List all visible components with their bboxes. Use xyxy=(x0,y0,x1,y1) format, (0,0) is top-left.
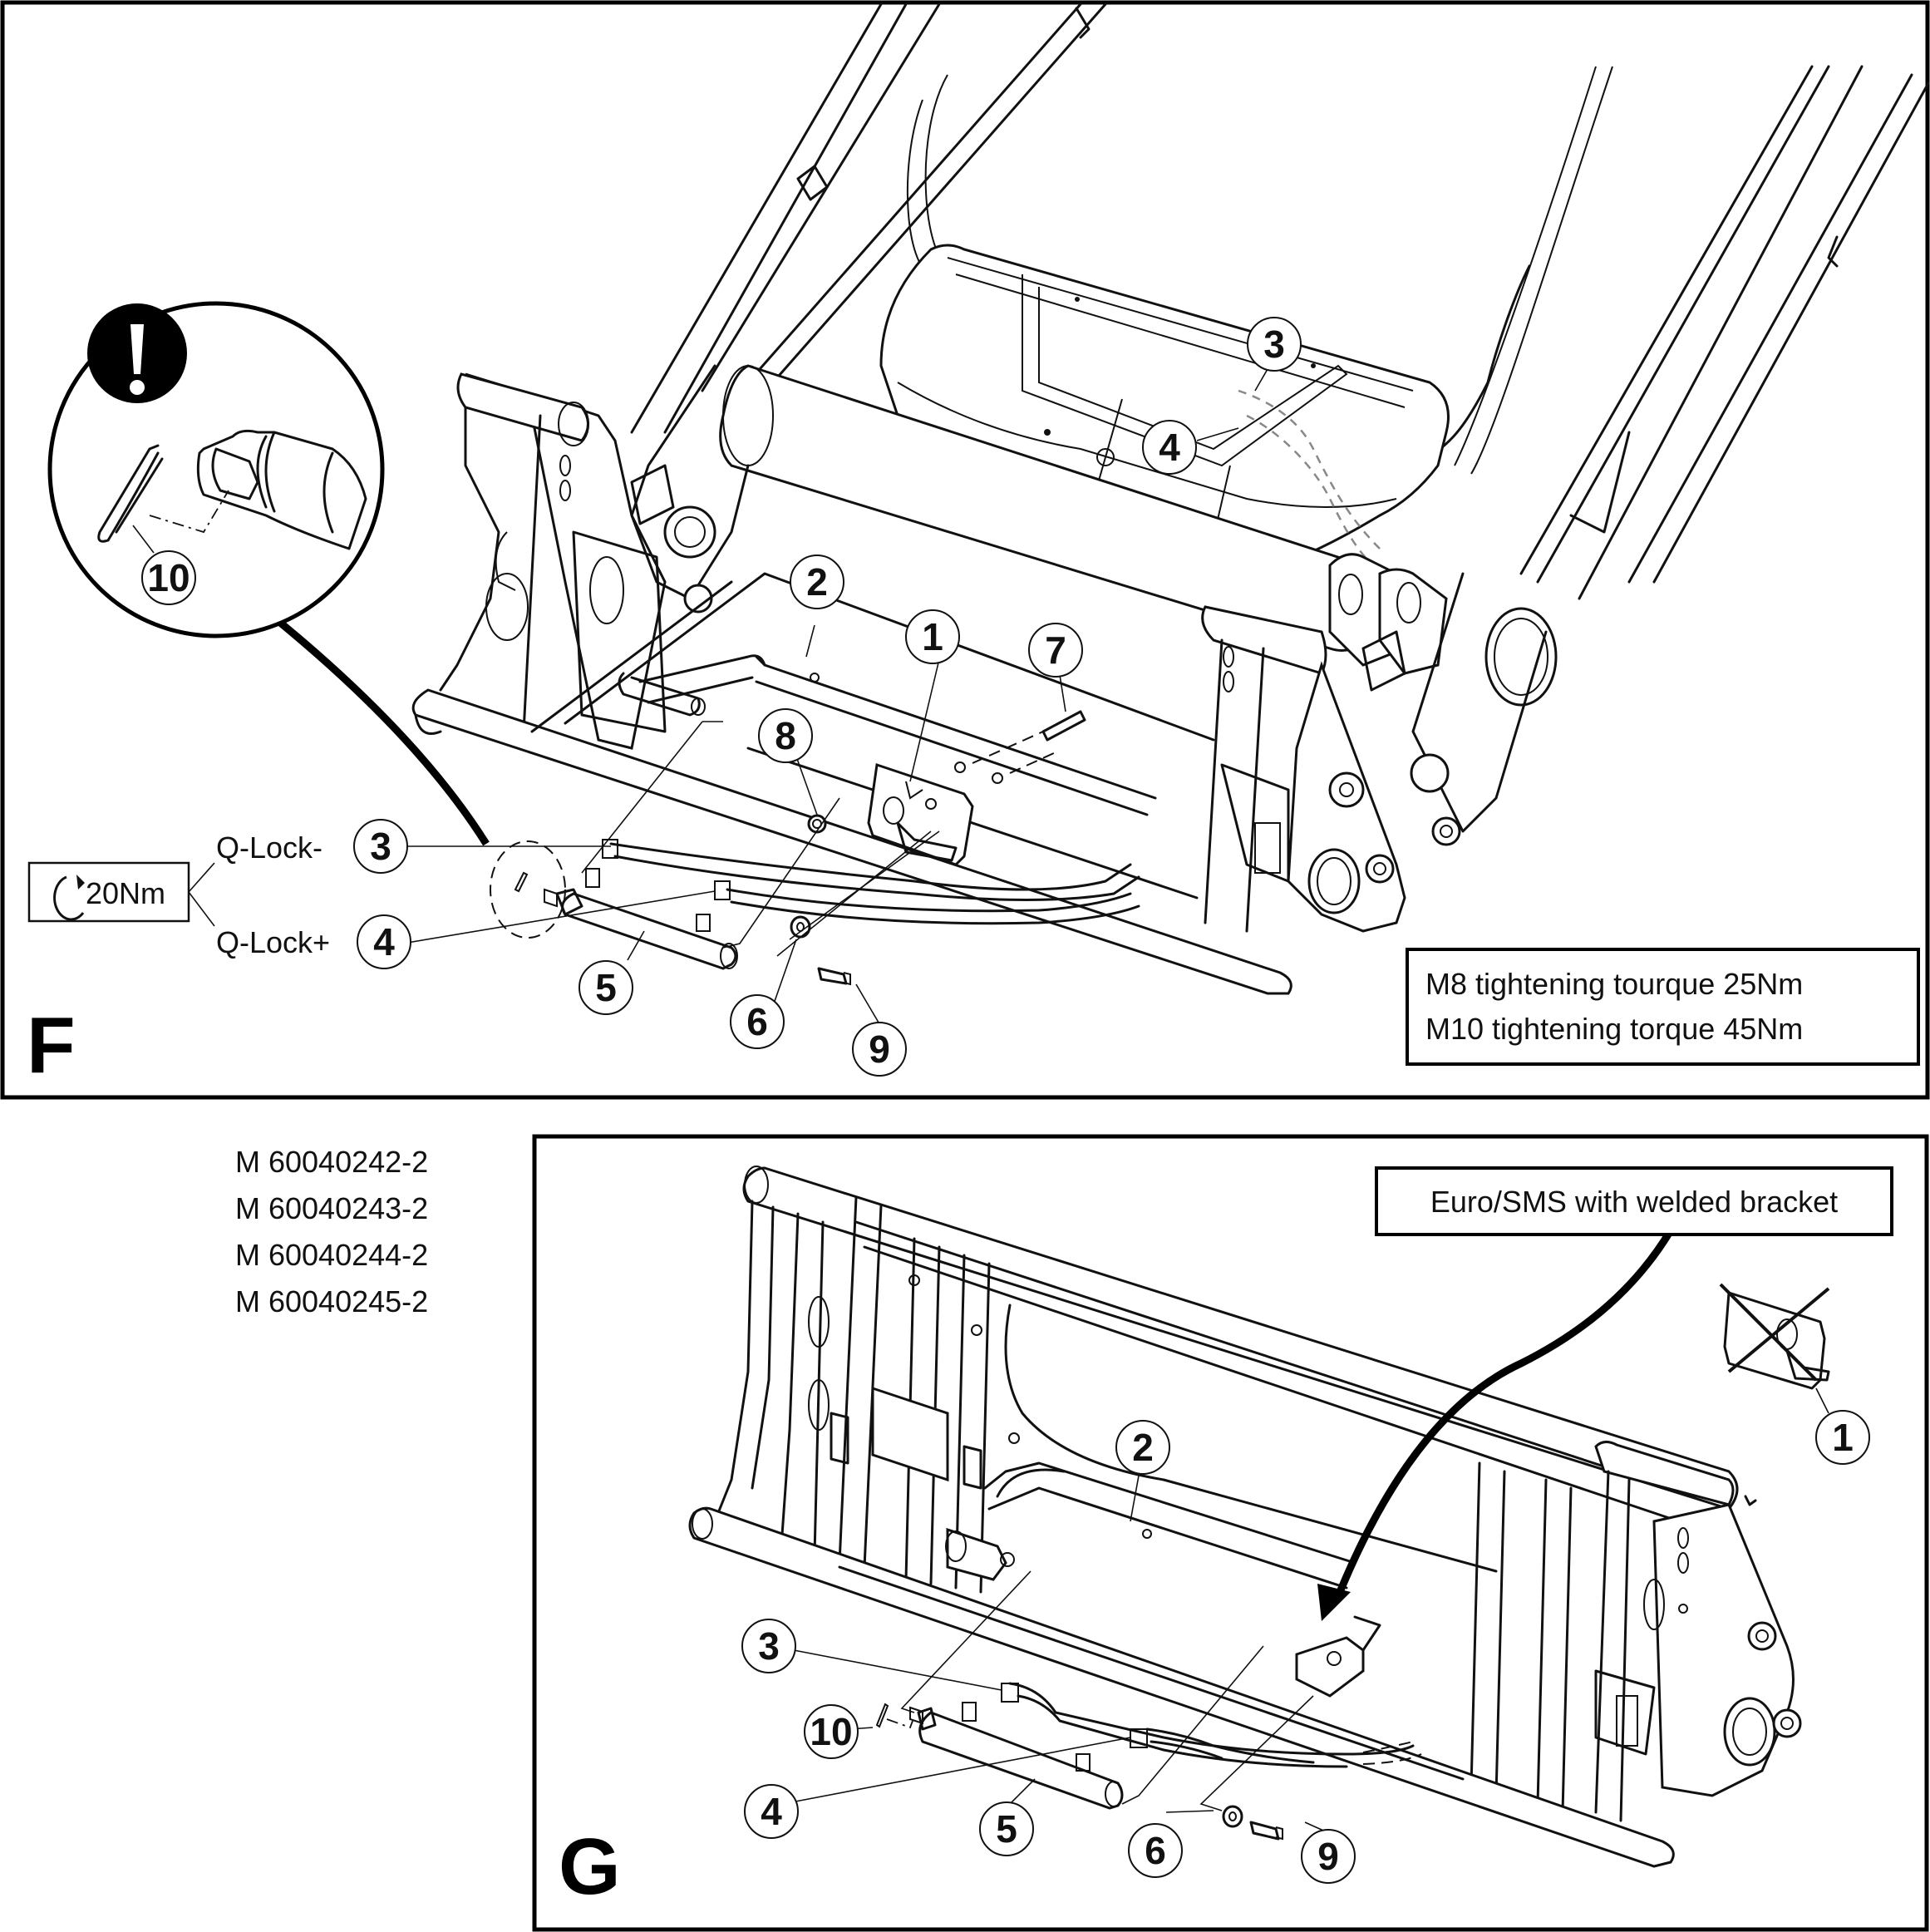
crossed-out-icon xyxy=(1719,1283,1830,1382)
part-numbers: M 60040242-2 M 60040243-2 M 60040244-2 M… xyxy=(235,1145,428,1318)
locking-rod xyxy=(618,654,1157,816)
panel-letter-f: F xyxy=(27,1001,76,1090)
callout-f-6: 6 xyxy=(730,994,785,1049)
loader-arm-left xyxy=(630,2,1107,434)
callout-f-7: 7 xyxy=(1028,623,1083,678)
hydraulic-parts-g xyxy=(875,1682,1422,1810)
detail-marker-circle xyxy=(490,840,566,939)
svg-text:6: 6 xyxy=(1145,1829,1166,1872)
arm-knuckle-left xyxy=(630,364,750,614)
svg-text:5: 5 xyxy=(996,1807,1017,1851)
hardware-f xyxy=(790,710,1086,986)
frame-bottom-tube-g xyxy=(688,1506,1675,1868)
leader-lines-f xyxy=(406,347,1281,1028)
welded-bracket xyxy=(945,1461,1381,1698)
svg-text:6: 6 xyxy=(746,1000,768,1043)
torque-spec-m8: M8 tightening tourque 25Nm xyxy=(1425,967,1803,1001)
part-number: M 60040243-2 xyxy=(235,1191,428,1225)
part-number: M 60040244-2 xyxy=(235,1238,428,1272)
callout-g-1: 1 xyxy=(1815,1410,1870,1465)
callout-f-10: 10 xyxy=(141,550,196,605)
svg-text:3: 3 xyxy=(758,1624,780,1668)
loader-arm-right xyxy=(1411,65,1930,600)
callout-g-9: 9 xyxy=(1301,1829,1356,1884)
pointer-arrow-g xyxy=(1317,1228,1674,1621)
q-lock-plus-label: Q-Lock+ xyxy=(216,925,330,959)
callout-f-3: 3 xyxy=(353,819,408,874)
svg-text:1: 1 xyxy=(922,615,943,658)
callout-f-1: 1 xyxy=(905,609,960,664)
svg-text:8: 8 xyxy=(775,714,796,757)
callout-f-8: 8 xyxy=(758,708,813,763)
svg-text:7: 7 xyxy=(1045,628,1066,672)
torque-callout-20nm: 20Nm Q-Lock- Q-Lock+ xyxy=(27,830,330,959)
panel-g: Euro/SMS with welded bracket 1 2 3 10 4 … xyxy=(532,1134,1929,1932)
frame-bottom-tube xyxy=(411,572,1292,995)
frame-top-tube xyxy=(742,1166,1739,1523)
callout-g-10: 10 xyxy=(804,1704,859,1759)
frame-left-g xyxy=(713,1195,1020,1594)
callout-g-6: 6 xyxy=(1128,1823,1183,1878)
panel-g-border xyxy=(532,1134,1929,1932)
frame-right xyxy=(1201,605,1406,933)
callout-f-4: 4 xyxy=(357,914,411,969)
svg-text:3: 3 xyxy=(370,825,391,868)
svg-text:1: 1 xyxy=(1832,1416,1854,1459)
svg-text:9: 9 xyxy=(869,1028,890,1071)
part-number: M 60040242-2 xyxy=(235,1145,428,1179)
back-plate xyxy=(996,1304,1498,1573)
callout-f-5: 5 xyxy=(579,960,633,1015)
note-box-euro-sms: Euro/SMS with welded bracket xyxy=(1375,1166,1893,1236)
arm-knuckle-right xyxy=(1328,553,1558,846)
note-text: Euro/SMS with welded bracket xyxy=(1430,1185,1838,1219)
removed-bracket-part xyxy=(1719,1283,1830,1414)
detail-inset xyxy=(47,301,385,638)
panel-f-border xyxy=(0,0,1930,1100)
svg-text:9: 9 xyxy=(1317,1835,1339,1878)
frame-left xyxy=(439,372,667,750)
q-lock-minus-label: Q-Lock- xyxy=(216,830,322,865)
torque-value: 20Nm xyxy=(86,876,165,910)
svg-text:10: 10 xyxy=(147,556,190,599)
panel-f: 10 2 1 7 8 3 4 3 4 5 6 9 20Nm Q-Lock- Q-… xyxy=(0,0,1930,1100)
svg-text:4: 4 xyxy=(373,920,395,964)
torque-spec-box: M8 tightening tourque 25Nm M10 tightenin… xyxy=(1406,948,1920,1066)
svg-text:3: 3 xyxy=(1263,323,1285,366)
svg-text:5: 5 xyxy=(595,966,617,1009)
callout-f-9: 9 xyxy=(852,1022,907,1077)
part-number: M 60040245-2 xyxy=(235,1284,428,1318)
callout-f-4-top: 4 xyxy=(1142,420,1197,475)
callout-f-3-top: 3 xyxy=(1247,317,1302,372)
callout-g-5: 5 xyxy=(979,1801,1034,1856)
frame-right-g xyxy=(1470,1441,1802,1822)
hardware-g xyxy=(1222,1805,1283,1841)
svg-text:4: 4 xyxy=(761,1790,782,1833)
lock-bracket xyxy=(867,763,974,866)
svg-text:2: 2 xyxy=(1132,1426,1154,1469)
svg-text:4: 4 xyxy=(1159,426,1180,469)
callout-f-2: 2 xyxy=(790,554,844,609)
callout-g-4: 4 xyxy=(744,1784,799,1839)
panel-letter-g: G xyxy=(559,1822,621,1911)
svg-text:10: 10 xyxy=(810,1710,852,1753)
rotate-clockwise-icon xyxy=(53,875,85,921)
callout-g-2: 2 xyxy=(1115,1420,1170,1475)
callout-g-3: 3 xyxy=(741,1619,796,1673)
svg-text:2: 2 xyxy=(806,560,828,604)
torque-spec-m10: M10 tightening torque 45Nm xyxy=(1425,1012,1803,1046)
